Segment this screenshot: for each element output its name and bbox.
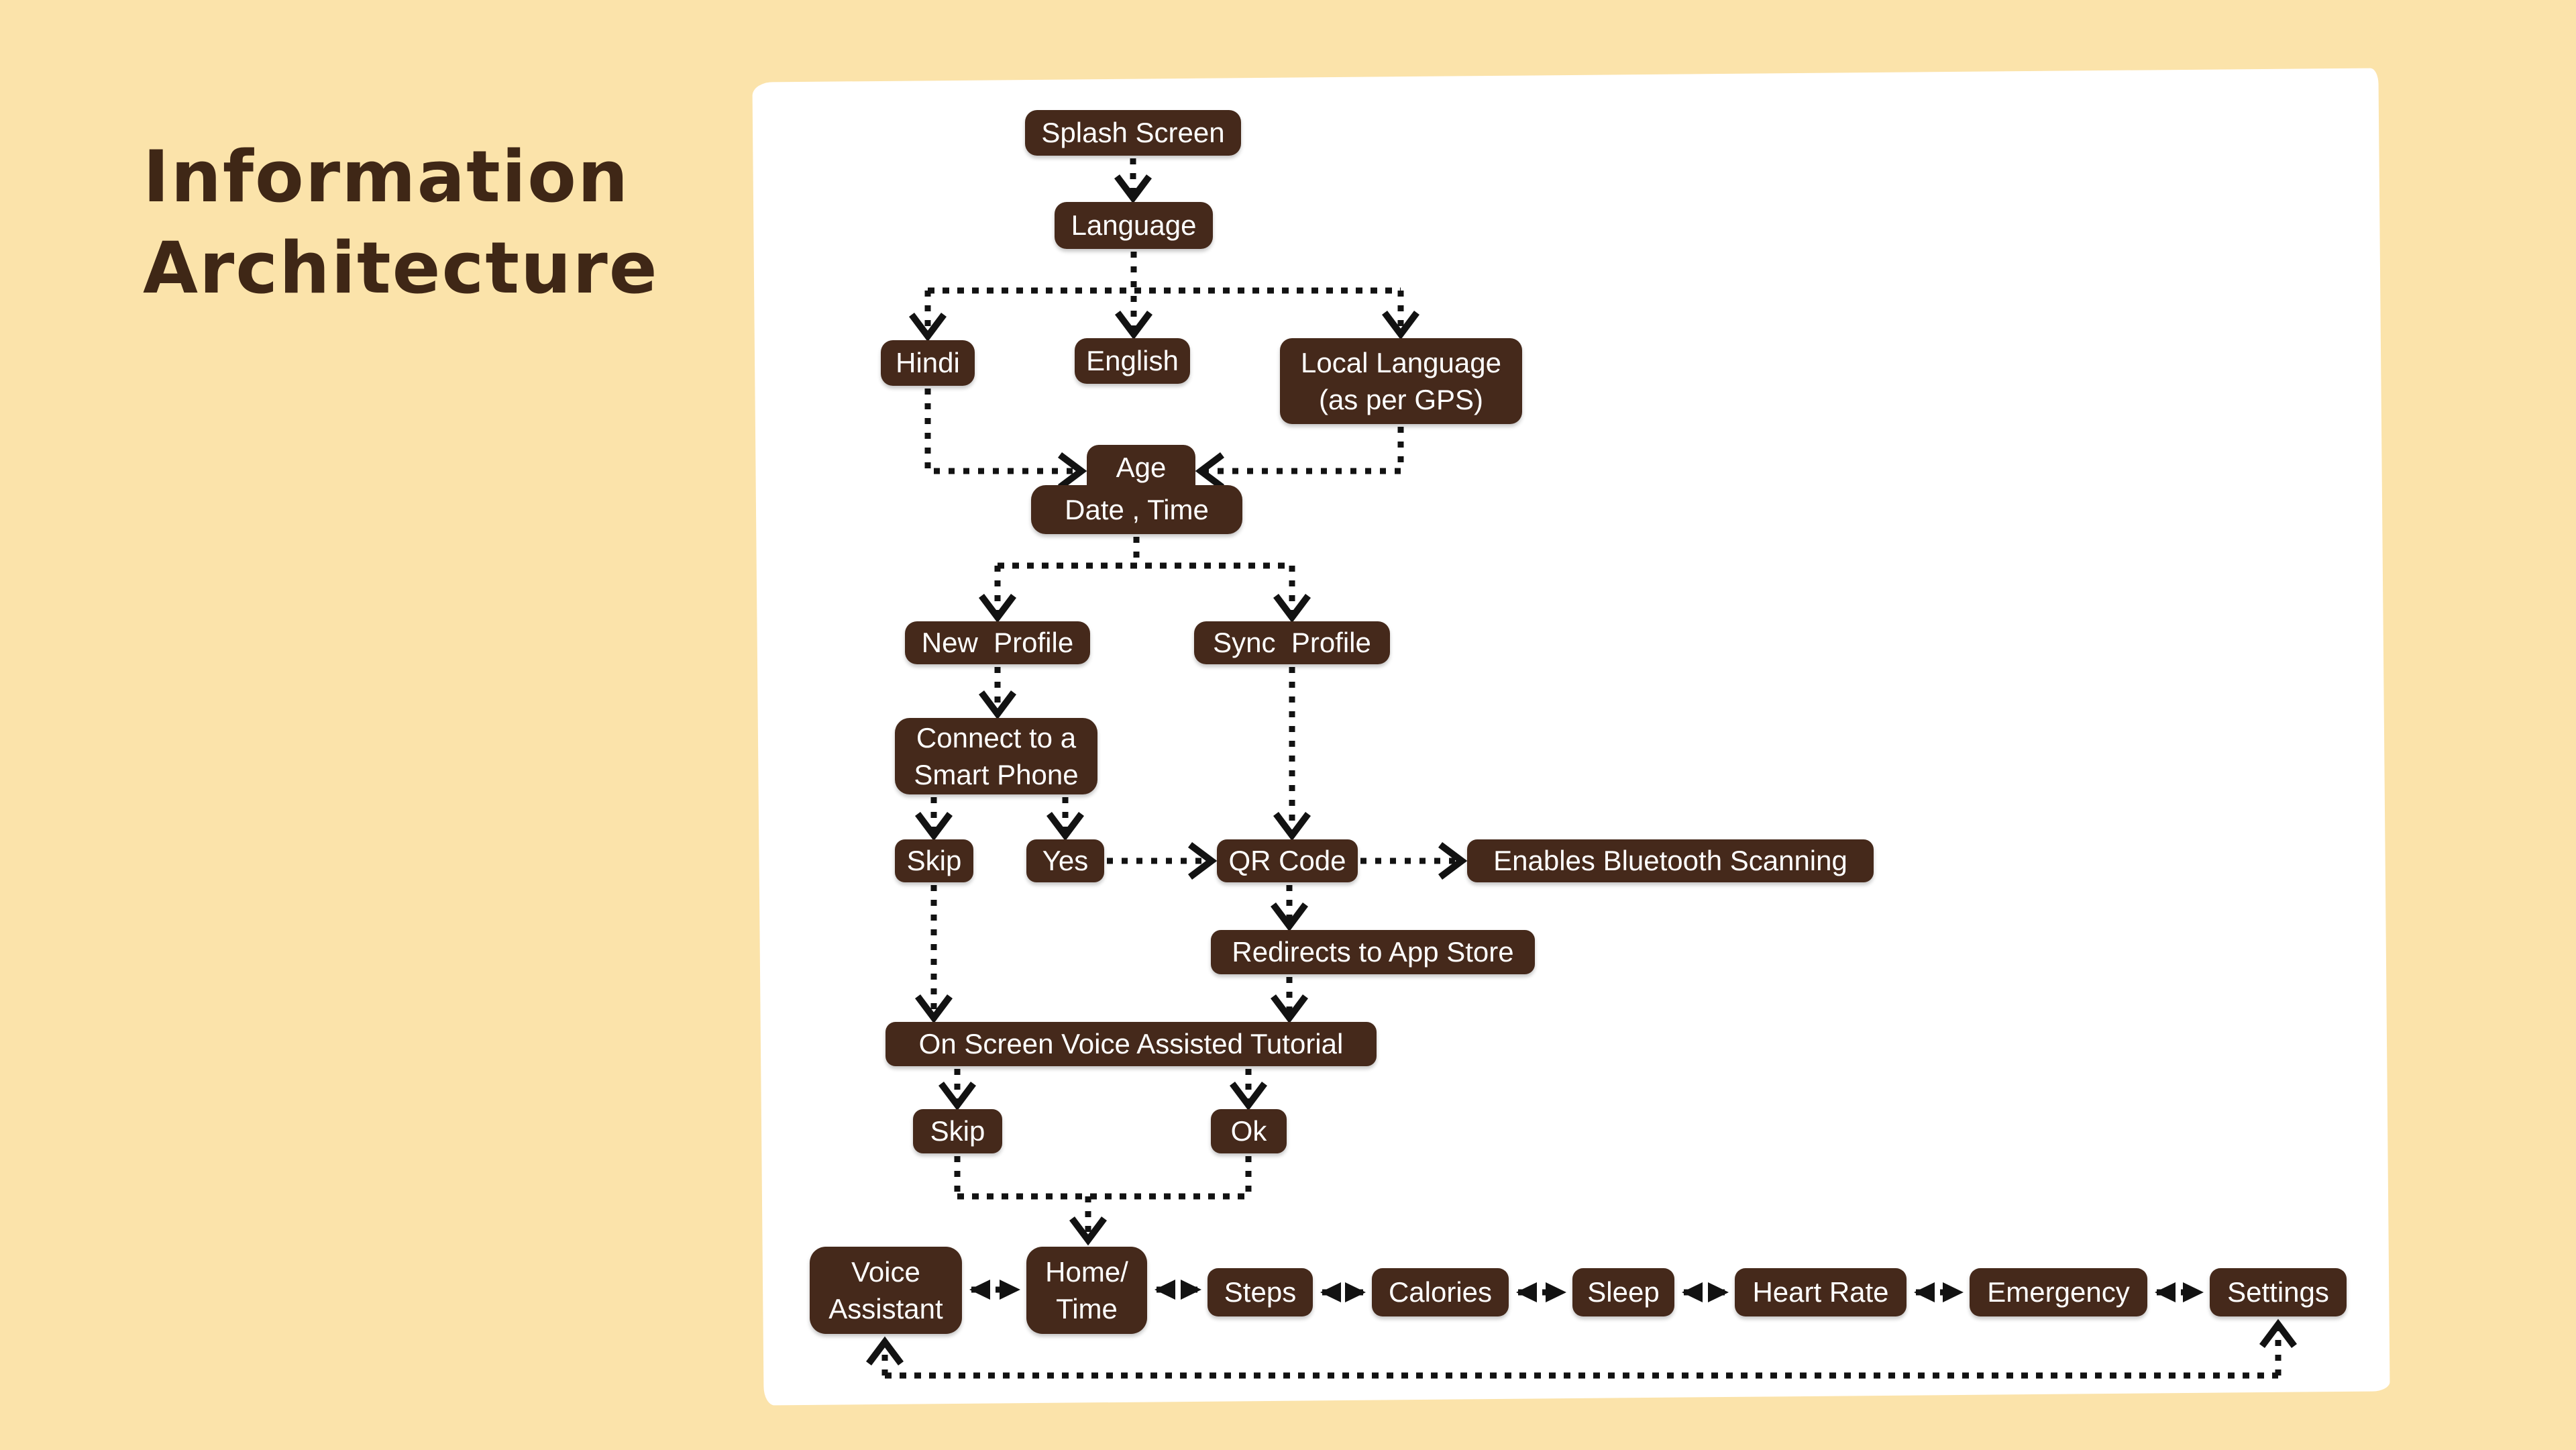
node-redirects-to-app-store: Redirects to App Store xyxy=(1211,930,1535,974)
node-new-profile: New Profile xyxy=(905,621,1090,664)
node-hindi: Hindi xyxy=(881,340,975,386)
node-home-time: Home/ Time xyxy=(1026,1247,1147,1334)
node-sync-profile: Sync Profile xyxy=(1194,621,1390,664)
node-connect-to-smartphone: Connect to a Smart Phone xyxy=(895,718,1097,794)
node-splash-screen: Splash Screen xyxy=(1025,110,1241,156)
node-steps: Steps xyxy=(1208,1268,1313,1316)
node-yes: Yes xyxy=(1026,839,1104,882)
node-english: English xyxy=(1075,338,1190,384)
node-skip-tutorial: Skip xyxy=(913,1109,1002,1153)
node-calories: Calories xyxy=(1372,1268,1509,1316)
node-voice-assistant: Voice Assistant xyxy=(810,1247,962,1334)
node-skip-connect: Skip xyxy=(895,839,973,882)
node-language: Language xyxy=(1055,202,1213,249)
node-qr-code: QR Code xyxy=(1217,839,1358,882)
node-settings: Settings xyxy=(2210,1268,2347,1316)
node-age: Age xyxy=(1087,445,1195,490)
node-sleep: Sleep xyxy=(1572,1268,1674,1316)
node-ok: Ok xyxy=(1211,1109,1287,1153)
node-emergency: Emergency xyxy=(1970,1268,2147,1316)
node-heart-rate: Heart Rate xyxy=(1735,1268,1907,1316)
page-title: Information Architecture xyxy=(143,136,659,309)
node-enables-bluetooth-scanning: Enables Bluetooth Scanning xyxy=(1467,839,1874,882)
node-local-language: Local Language (as per GPS) xyxy=(1280,338,1522,424)
node-voice-assisted-tutorial: On Screen Voice Assisted Tutorial xyxy=(885,1022,1377,1066)
node-date-time: Date , Time xyxy=(1031,485,1242,534)
